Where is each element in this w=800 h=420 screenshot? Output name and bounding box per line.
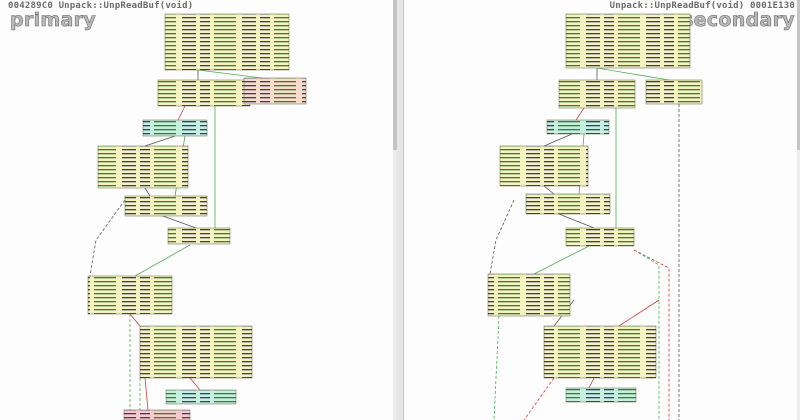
edge (177, 105, 186, 121)
pane-splitter[interactable] (397, 0, 403, 420)
edge (197, 69, 263, 79)
graph-node[interactable] (543, 325, 657, 379)
edge (533, 245, 590, 275)
primary-label: primary (10, 9, 96, 32)
edge (523, 377, 555, 420)
edge (159, 214, 197, 229)
graph-node[interactable] (139, 325, 253, 379)
edge (543, 185, 555, 195)
edge (588, 377, 595, 389)
primary-scrollbar[interactable] (393, 0, 397, 420)
graph-node[interactable] (87, 275, 173, 315)
graph-node[interactable] (243, 77, 307, 105)
secondary-scrollbar[interactable] (797, 0, 800, 420)
edge (575, 107, 585, 121)
graph-node[interactable] (565, 387, 637, 403)
edge (633, 249, 670, 420)
graph-node[interactable] (558, 79, 636, 109)
secondary-graph-pane[interactable]: Unpack::UnpReadBuf(void) 0001E130 second… (403, 0, 800, 420)
edge (144, 377, 149, 411)
graph-node[interactable] (565, 227, 635, 247)
edge (543, 133, 573, 147)
edge (144, 135, 176, 147)
secondary-function-header: Unpack::UnpReadBuf(void) 0001E130 (609, 1, 795, 11)
secondary-label: secondary (682, 9, 795, 32)
graph-node[interactable] (157, 79, 251, 107)
edge (596, 67, 670, 81)
primary-graph-pane[interactable]: 004289C0 Unpack::UnpReadBuf(void) primar… (0, 0, 398, 420)
secondary-flow-graph[interactable] (404, 0, 800, 420)
graph-node[interactable] (645, 79, 703, 105)
edge (493, 315, 500, 420)
primary-function-header: 004289C0 Unpack::UnpReadBuf(void) (8, 1, 194, 11)
graph-node[interactable] (167, 227, 231, 245)
edge (618, 299, 660, 327)
graph-node[interactable] (525, 193, 611, 215)
graph-node[interactable] (487, 273, 571, 317)
graph-node[interactable] (546, 119, 610, 135)
edge (489, 199, 515, 275)
edge (558, 213, 595, 229)
graph-node[interactable] (142, 119, 208, 137)
graph-node[interactable] (97, 145, 189, 189)
edge (89, 199, 126, 277)
graph-node[interactable] (123, 409, 191, 420)
secondary-scroll-thumb[interactable] (797, 0, 800, 150)
graph-node[interactable] (165, 389, 237, 405)
graph-node[interactable] (565, 13, 691, 69)
edge (189, 377, 201, 391)
edge (633, 249, 660, 420)
primary-scroll-thumb[interactable] (393, 0, 397, 150)
graph-node[interactable] (164, 13, 290, 71)
primary-flow-graph[interactable] (0, 0, 397, 420)
graph-node[interactable] (124, 195, 208, 217)
edge (134, 244, 191, 277)
edge (144, 187, 151, 197)
graph-node[interactable] (499, 145, 589, 187)
edge (129, 313, 141, 327)
